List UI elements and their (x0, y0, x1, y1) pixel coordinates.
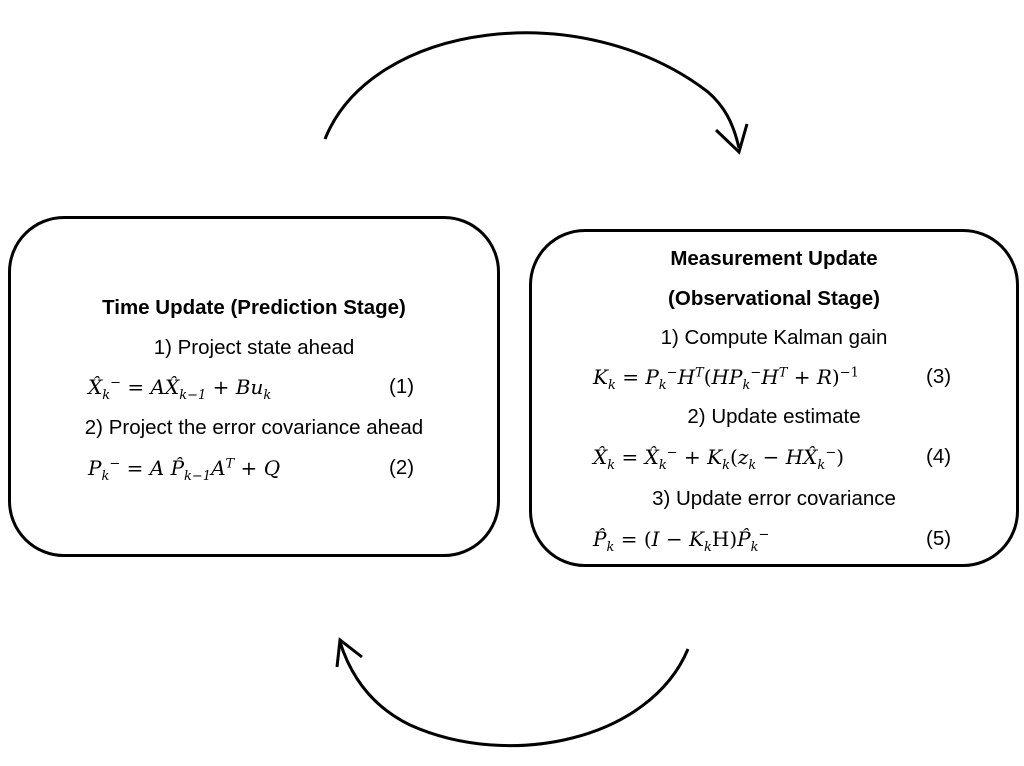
time-update-box: Time Update (Prediction Stage) 1) Projec… (8, 216, 500, 557)
time-update-step2: 2) Project the error covariance ahead (84, 416, 424, 439)
equation-3-number: (3) (926, 365, 952, 388)
equation-2-number: (2) (389, 456, 415, 479)
time-update-step1: 1) Project state ahead (153, 336, 355, 359)
equation-2: Pk− = A P̂k−1AT + Q (88, 456, 281, 484)
equation-4-number: (4) (926, 445, 952, 468)
time-update-title: Time Update (Prediction Stage) (102, 296, 406, 319)
equation-1: X̂k− = AX̂k−1 + Buk (88, 375, 272, 403)
bottom-arrowhead (335, 637, 363, 668)
measurement-update-step3: 3) Update error covariance (652, 487, 896, 510)
measurement-update-box: Measurement Update (Observational Stage)… (529, 229, 1019, 567)
equation-5-number: (5) (926, 527, 952, 550)
measurement-update-step1: 1) Compute Kalman gain (660, 326, 888, 349)
measurement-update-subtitle: (Observational Stage) (668, 287, 880, 310)
bottom-cycle-arrow (338, 641, 690, 748)
measurement-update-title: Measurement Update (670, 247, 878, 270)
measurement-update-step2: 2) Update estimate (687, 405, 861, 428)
equation-1-number: (1) (389, 375, 415, 398)
equation-3: Kk = Pk−HT(HPk−HT + R)−1 (593, 365, 859, 393)
equation-4: X̂k = X̂k− + Kk(zk − HX̂k−) (593, 445, 845, 473)
top-cycle-arrow (323, 31, 741, 149)
top-arrowhead (714, 123, 749, 155)
equation-5: P̂k = (I − KkH)P̂k− (593, 527, 770, 555)
